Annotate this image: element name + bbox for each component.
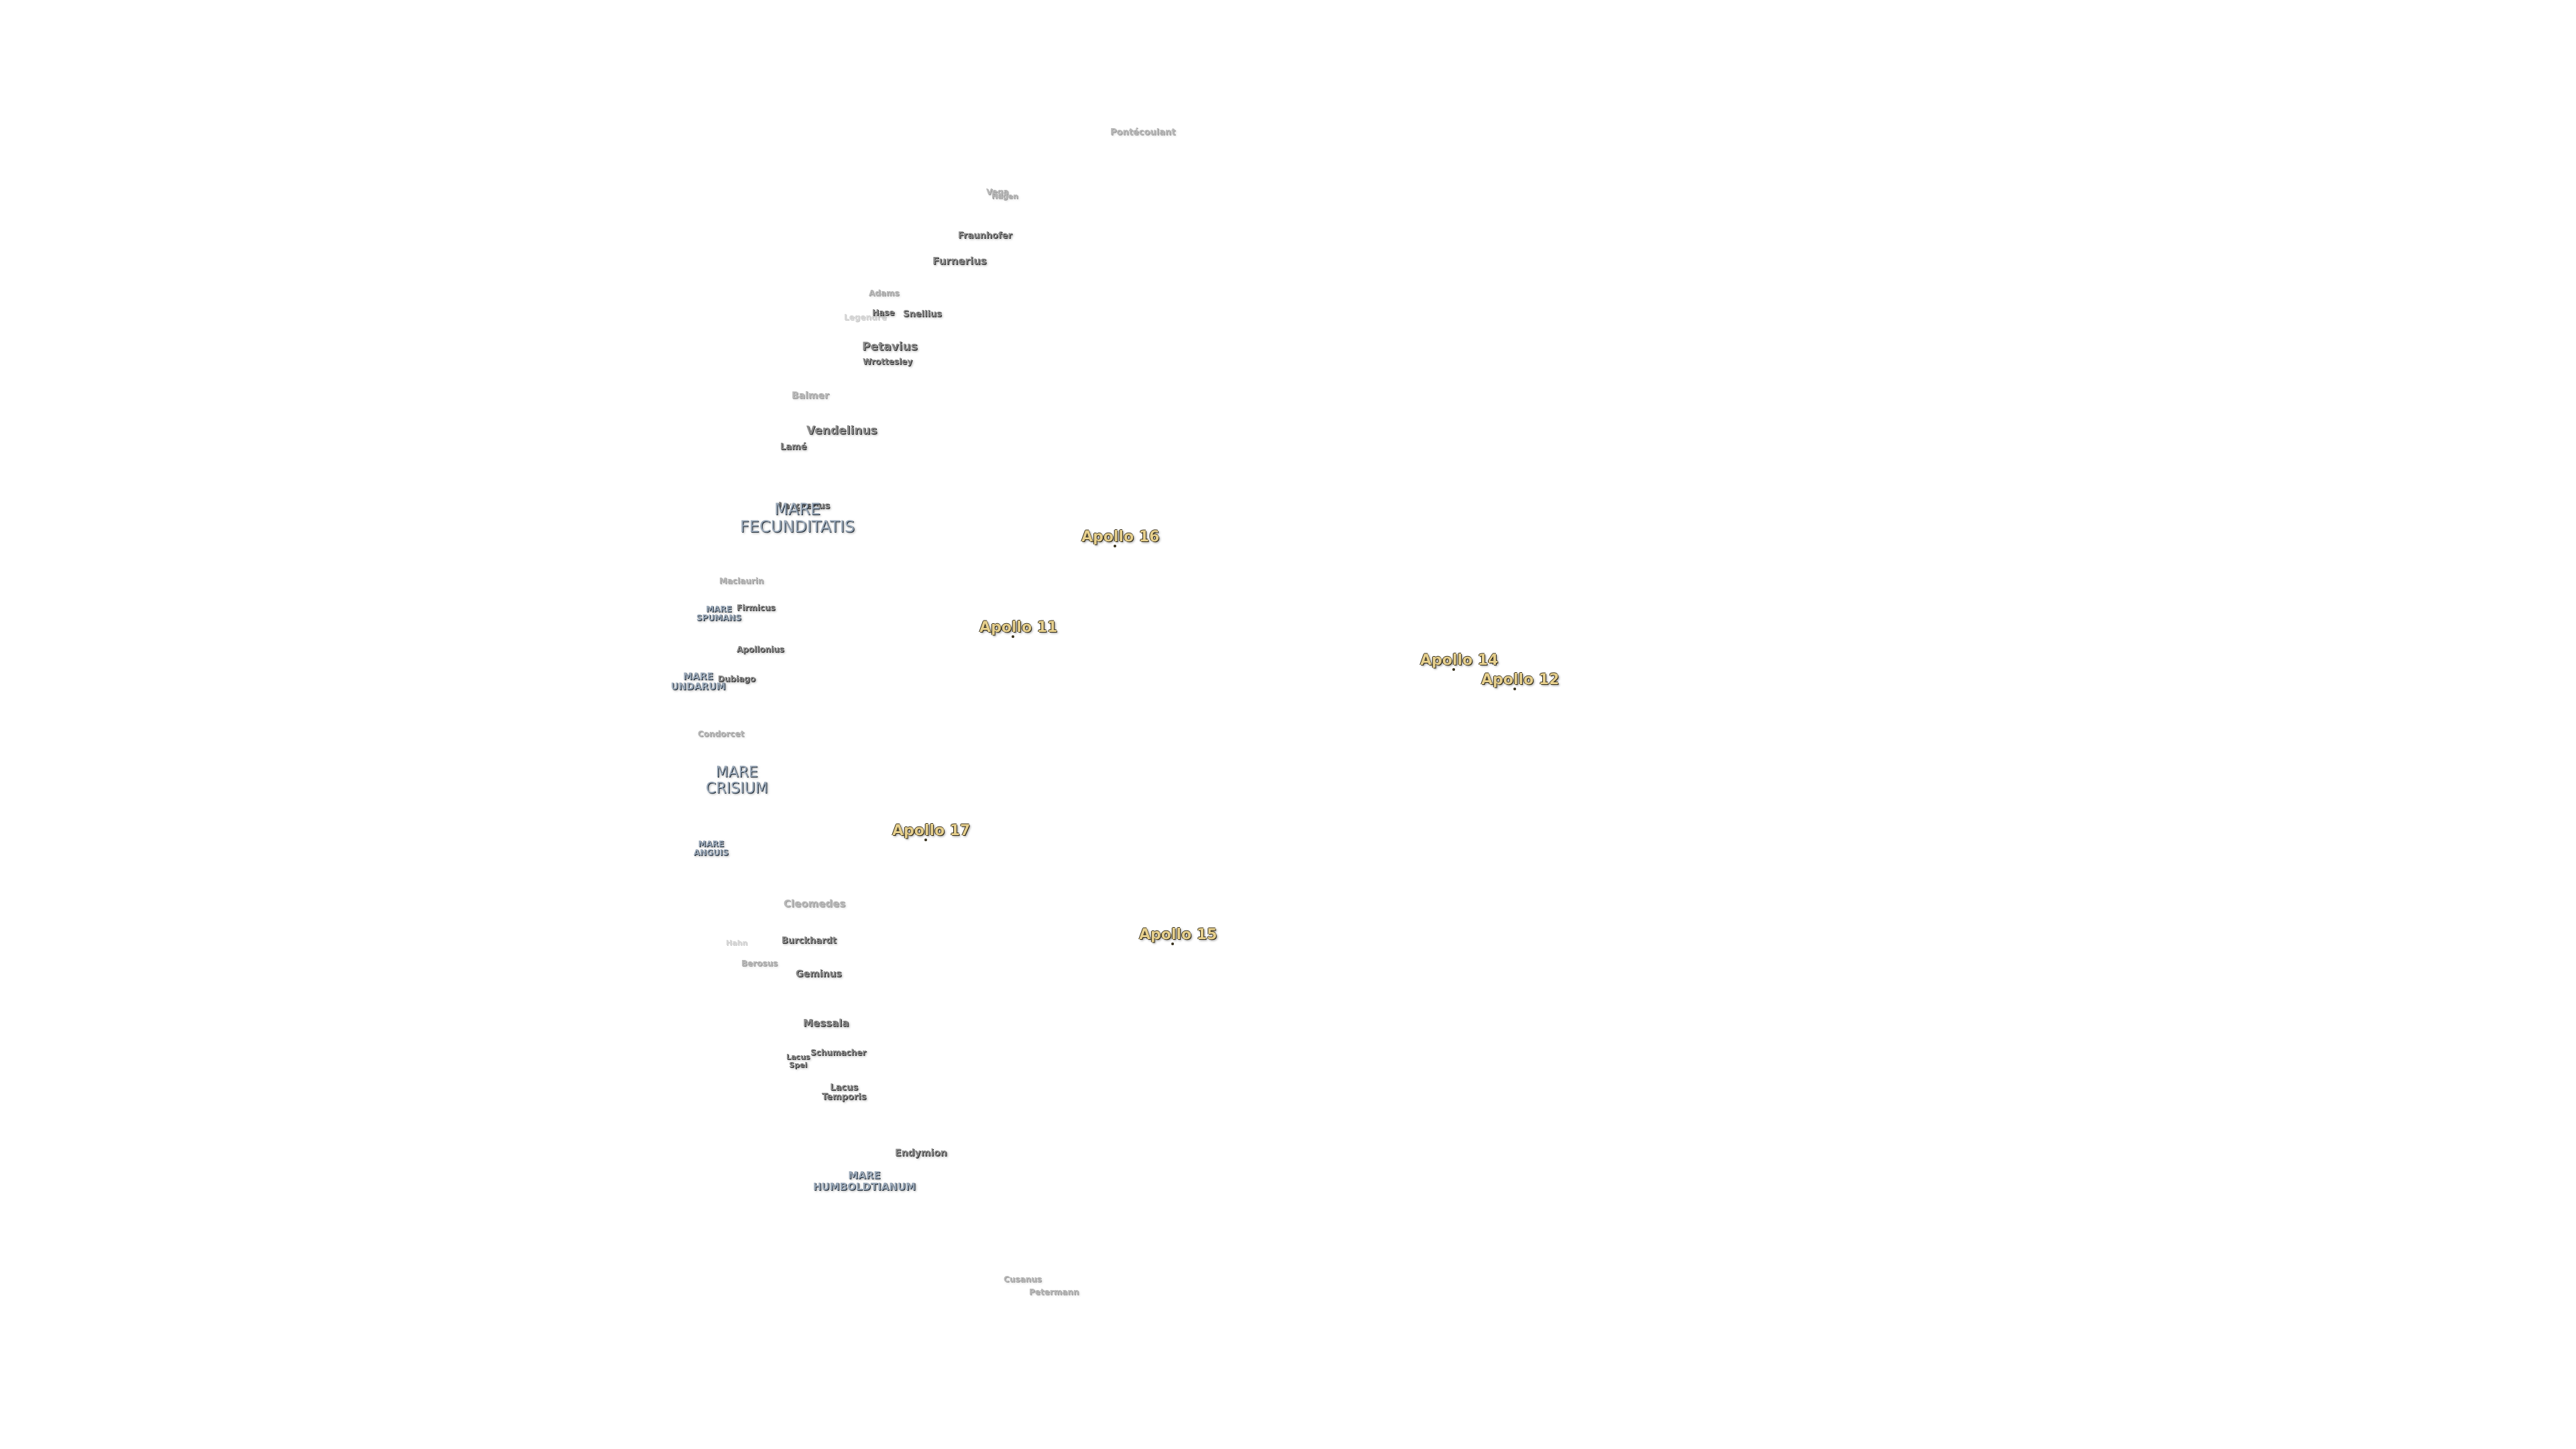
- crater-label-cleomedes[interactable]: Cleomedes: [784, 898, 846, 910]
- mare-label-undarum[interactable]: MARE UNDARUM: [671, 672, 726, 692]
- apollo-11-marker-icon[interactable]: [1012, 635, 1014, 638]
- mare-label-anguis[interactable]: MARE ANGUIS: [694, 839, 729, 857]
- crater-label-pontecoulant[interactable]: Pontécoulant: [1110, 127, 1176, 138]
- crater-label-hagen[interactable]: Hagen: [991, 192, 1018, 201]
- crater-label-fraunhofer[interactable]: Fraunhofer: [958, 231, 1012, 241]
- apollo-label-15[interactable]: Apollo 15: [1139, 926, 1218, 943]
- crater-label-messala[interactable]: Messala: [803, 1017, 849, 1029]
- apollo-15-marker-icon[interactable]: [1171, 943, 1174, 945]
- crater-label-lacus-temporis[interactable]: Lacus Temporis: [822, 1083, 867, 1102]
- crater-label-wrottesley[interactable]: Wrottesley: [863, 357, 913, 366]
- crater-label-adams[interactable]: Adams: [869, 288, 900, 298]
- mare-label-spumans[interactable]: MARE SPUMANS: [696, 604, 742, 623]
- apollo-label-16[interactable]: Apollo 16: [1081, 529, 1160, 545]
- crater-label-langrenus[interactable]: Langrenus: [778, 501, 830, 511]
- crater-label-hahn[interactable]: Hahn: [726, 938, 748, 947]
- crater-label-hase[interactable]: Hase: [872, 308, 895, 317]
- crater-label-vega[interactable]: Vega: [986, 187, 1009, 197]
- mare-label-humboldtianum[interactable]: MARE HUMBOLDTIANUM: [813, 1169, 916, 1193]
- apollo-14-marker-icon[interactable]: [1452, 668, 1455, 671]
- crater-label-legendre[interactable]: Legendre: [844, 313, 887, 322]
- crater-label-berosus[interactable]: Berosus: [741, 959, 778, 968]
- mare-label-fecunditatis[interactable]: MARE FECUNDITATIS: [740, 500, 855, 537]
- crater-label-maclaurin[interactable]: Maclaurin: [719, 576, 764, 586]
- crater-label-schumacher[interactable]: Schumacher: [810, 1048, 867, 1057]
- crater-label-dubiago[interactable]: Dubiago: [718, 674, 756, 684]
- mare-label-crisium[interactable]: MARE CRISIUM: [706, 764, 768, 798]
- apollo-16-marker-icon[interactable]: [1114, 545, 1116, 547]
- crater-label-burckhardt[interactable]: Burckhardt: [782, 936, 837, 946]
- crater-label-petavius[interactable]: Petavius: [862, 340, 918, 354]
- crater-label-vendelinus[interactable]: Vendelinus: [806, 424, 877, 437]
- crater-label-cusanus[interactable]: Cusanus: [1004, 1275, 1042, 1284]
- crater-label-firmicus[interactable]: Firmicus: [737, 603, 775, 612]
- apollo-12-marker-icon[interactable]: [1513, 688, 1516, 690]
- crater-label-apollonius[interactable]: Apollonius: [737, 645, 784, 654]
- crater-label-lame[interactable]: Lamé: [780, 442, 807, 452]
- apollo-label-12[interactable]: Apollo 12: [1481, 672, 1560, 688]
- crater-label-lacus-spei[interactable]: Lacus Spei: [786, 1053, 810, 1069]
- crater-label-balmer[interactable]: Balmer: [792, 390, 829, 401]
- crater-label-endymion[interactable]: Endymion: [895, 1148, 947, 1159]
- crater-label-petermann[interactable]: Petermann: [1029, 1287, 1079, 1297]
- apollo-label-14[interactable]: Apollo 14: [1420, 652, 1499, 669]
- crater-label-furnerius[interactable]: Furnerius: [932, 255, 987, 267]
- crater-label-geminus[interactable]: Geminus: [796, 969, 842, 979]
- crater-label-condorcet[interactable]: Condorcet: [698, 729, 745, 739]
- apollo-17-marker-icon[interactable]: [924, 839, 927, 841]
- apollo-label-11[interactable]: Apollo 11: [979, 619, 1058, 636]
- crater-label-snellius[interactable]: Snellius: [903, 309, 942, 319]
- apollo-label-17[interactable]: Apollo 17: [892, 822, 971, 839]
